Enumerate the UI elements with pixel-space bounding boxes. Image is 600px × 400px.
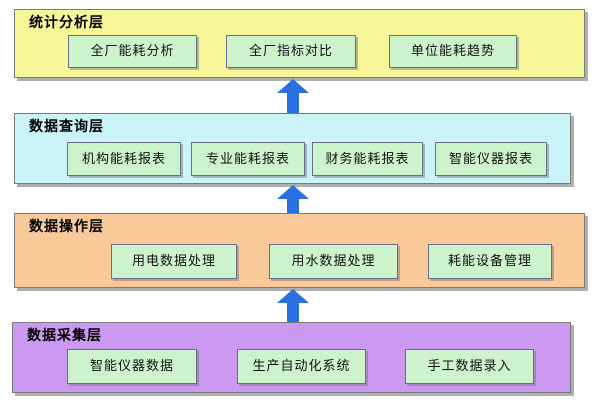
- node-label: 机构能耗报表: [81, 151, 166, 167]
- node-label: 用水数据处理: [291, 254, 376, 269]
- arrow-up-icon-query-to-statistics: [277, 79, 309, 113]
- node-label: 专业能耗报表: [205, 151, 290, 167]
- layer-title-data-operation: 数据操作层: [29, 219, 104, 235]
- layer-title-statistics-analysis: 统计分析层: [29, 15, 104, 31]
- node-zhineng-yiqi-shuju[interactable]: 智能仪器数据: [67, 349, 197, 384]
- node-quanchang-zhibiao-duibi[interactable]: 全厂指标对比: [226, 35, 356, 68]
- node-yongshui-shuju-chuli[interactable]: 用水数据处理: [269, 244, 398, 279]
- node-danwei-nenghao-qushi[interactable]: 单位能耗趋势: [389, 35, 517, 68]
- node-label: 全厂指标对比: [248, 44, 333, 59]
- node-shengchan-zidonghua-xitong[interactable]: 生产自动化系统: [237, 349, 366, 384]
- node-caiwu-nenghao-baobiao[interactable]: 财务能耗报表: [312, 142, 423, 176]
- node-haoneng-shebei-guanli[interactable]: 耗能设备管理: [428, 244, 552, 279]
- layer-data-operation: 数据操作层 用电数据处理 用水数据处理 耗能设备管理: [14, 213, 585, 288]
- layer-data-query: 数据查询层 机构能耗报表 专业能耗报表 财务能耗报表 智能仪器报表: [14, 113, 571, 184]
- node-shougong-shuju-luru[interactable]: 手工数据录入: [405, 349, 534, 384]
- node-quanchang-nenghao-fenxi[interactable]: 全厂能耗分析: [68, 35, 197, 68]
- layer-data-acquisition: 数据采集层 智能仪器数据 生产自动化系统 手工数据录入: [12, 322, 571, 393]
- arrow-up-icon-acquisition-to-operation: [277, 289, 309, 322]
- node-label: 财务能耗报表: [325, 151, 410, 167]
- node-label: 生产自动化系统: [252, 359, 351, 374]
- node-zhuanye-nenghao-baobiao[interactable]: 专业能耗报表: [191, 142, 305, 176]
- node-zhineng-yiqi-baobiao[interactable]: 智能仪器报表: [435, 142, 547, 176]
- node-yongdian-shuju-chuli[interactable]: 用电数据处理: [111, 244, 237, 279]
- arrow-up-icon-operation-to-query: [277, 185, 309, 213]
- node-label: 用电数据处理: [131, 254, 216, 269]
- layer-title-data-query: 数据查询层: [29, 119, 104, 135]
- layer-statistics-analysis: 统计分析层 全厂能耗分析 全厂指标对比 单位能耗趋势: [14, 9, 585, 78]
- node-jigou-nenghao-baobiao[interactable]: 机构能耗报表: [67, 142, 181, 176]
- node-label: 智能仪器数据: [89, 359, 174, 374]
- layer-title-data-acquisition: 数据采集层: [27, 328, 102, 344]
- node-label: 手工数据录入: [427, 359, 512, 374]
- node-label: 单位能耗趋势: [410, 44, 495, 59]
- node-label: 智能仪器报表: [448, 151, 533, 167]
- node-label: 全厂能耗分析: [90, 44, 175, 59]
- node-label: 耗能设备管理: [447, 254, 532, 269]
